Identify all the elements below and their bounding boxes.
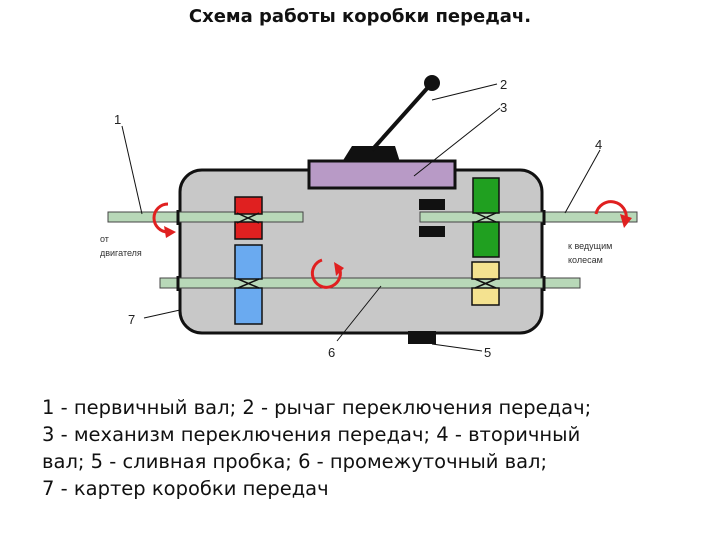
- label-2: 2: [500, 77, 507, 92]
- gear-shift-mechanism: [307, 159, 457, 190]
- input-gear-red-top: [234, 196, 263, 215]
- leader-line-6: [336, 285, 382, 342]
- page-title: Схема работы коробки передач.: [188, 6, 532, 27]
- intermediate-gear-bearing-cross: [237, 278, 260, 289]
- label-3: 3: [500, 100, 507, 115]
- rotation-arrow-intermediate: [310, 258, 342, 289]
- leader-line-7: [143, 309, 181, 319]
- output-shaft: [419, 211, 638, 223]
- rotation-arrowhead-output: [620, 214, 632, 228]
- synchronizer-block-top: [419, 199, 445, 210]
- label-5: 5: [484, 345, 491, 360]
- intermediate-shaft: [159, 277, 581, 289]
- wheels-note-line1: к ведущим: [568, 241, 612, 251]
- leader-line-5: [431, 343, 483, 352]
- leader-line-4: [564, 149, 601, 214]
- label-6: 6: [328, 345, 335, 360]
- shift-lever: [370, 82, 433, 152]
- rotation-arrowhead-intermediate: [334, 262, 344, 276]
- input-gear-red-bottom: [234, 221, 263, 240]
- synchronizer-block-bottom: [419, 226, 445, 237]
- drain-plug: [408, 331, 436, 344]
- label-4: 4: [595, 137, 602, 152]
- leader-line-3: [413, 107, 501, 177]
- leader-line-1: [121, 125, 143, 215]
- input-shaft: [107, 211, 304, 223]
- legend-line: 1 - первичный вал; 2 - рычаг переключени…: [42, 396, 592, 419]
- intermediate-gear-blue-bottom: [234, 287, 263, 325]
- output-gear-green-bottom: [472, 221, 500, 258]
- intermediate-gear-blue-top: [234, 244, 263, 280]
- leader-line-2: [431, 83, 498, 101]
- rotation-arrow-input: [152, 202, 169, 234]
- input-gear-bearing-cross: [236, 212, 260, 224]
- intermediate-gear-yellow-cross: [474, 278, 497, 289]
- label-1: 1: [114, 112, 121, 127]
- engine-note-line1: от: [100, 234, 109, 244]
- intermediate-gear-yellow-bottom: [471, 287, 500, 306]
- legend-line: вал; 5 - сливная пробка; 6 - промежуточн…: [42, 450, 548, 473]
- lever-base: [342, 146, 400, 162]
- engine-note-line2: двигателя: [100, 248, 142, 258]
- legend-line: 3 - механизм переключения передач; 4 - в…: [42, 423, 581, 446]
- output-gear-bearing-cross: [475, 212, 497, 223]
- rotation-arrow-output: [594, 200, 628, 221]
- wheels-note-line2: колесам: [568, 255, 603, 265]
- output-gear-green-top: [472, 177, 500, 214]
- legend-line: 7 - картер коробки передач: [42, 477, 329, 500]
- shift-lever-knob: [424, 75, 440, 91]
- label-7: 7: [128, 312, 135, 327]
- intermediate-gear-yellow-top: [471, 261, 500, 280]
- legend-caption: 1 - первичный вал; 2 - рычаг переключени…: [42, 394, 702, 502]
- rotation-arrowhead-input: [164, 226, 176, 238]
